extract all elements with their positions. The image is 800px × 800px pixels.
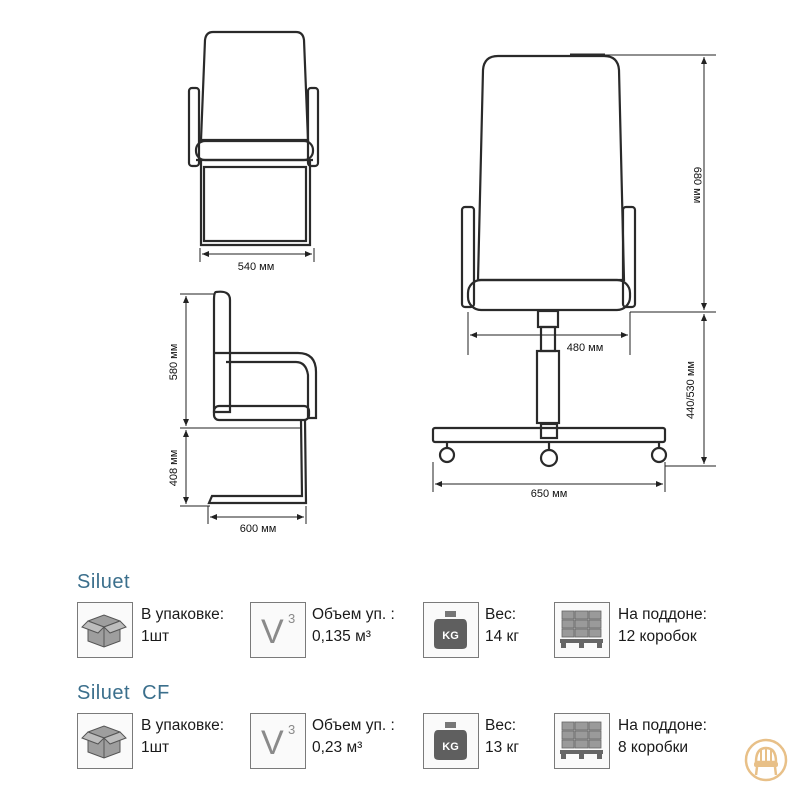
pack-label: В упаковке:: [141, 717, 225, 734]
box-icon: [77, 602, 133, 658]
volume-value: 0,135 м³: [312, 628, 371, 645]
side-height-dimensions: [180, 293, 300, 507]
side-leg-height-label: 408 мм: [168, 450, 180, 487]
weight-label: Вес:: [485, 606, 517, 623]
weight-label: Вес:: [485, 717, 517, 734]
swivel-base-width-label: 650 мм: [531, 488, 568, 500]
volume-symbol: V: [261, 613, 284, 651]
swivel-chair: [431, 53, 668, 468]
front-width-dimension: [199, 248, 315, 262]
weight-symbol: KG: [442, 630, 459, 642]
spec-row-siluet-cf: В упаковке: 1шт V 3 Объем уп. : 0,23 м³ …: [77, 713, 777, 771]
side-seat-height-label: 580 мм: [168, 344, 180, 381]
weight-icon: KG: [423, 602, 479, 658]
side-depth-dimension: [207, 506, 307, 524]
weight-symbol: KG: [442, 741, 459, 753]
spec-row-siluet: В упаковке: 1шт V 3 Объем уп. : 0,135 м³…: [77, 602, 777, 660]
volume-symbol: V: [261, 724, 284, 762]
volume-value: 0,23 м³: [312, 739, 363, 756]
volume-label: Объем уп. :: [312, 717, 395, 734]
volume-icon: V 3: [250, 713, 306, 769]
pallet-value: 12 коробок: [618, 628, 697, 645]
weight-icon: KG: [423, 713, 479, 769]
side-depth-label: 600 мм: [240, 523, 277, 535]
front-view-chair: [187, 30, 320, 247]
chair-technical-drawing: 540 мм 580 мм 408 мм 600 мм: [168, 30, 716, 535]
model-title-siluet-cf: Siluet CF: [77, 682, 170, 704]
swivel-height-dimensions: [605, 54, 716, 467]
pallet-value: 8 коробки: [618, 739, 689, 756]
weight-value: 13 кг: [485, 739, 519, 756]
pallet-label: На поддоне:: [618, 717, 707, 734]
pack-label: В упаковке:: [141, 606, 225, 623]
volume-label: Объем уп. :: [312, 606, 395, 623]
pallet-icon: [554, 602, 610, 658]
box-icon: [77, 713, 133, 769]
swivel-base-width-dimension: [432, 462, 666, 492]
pack-value: 1шт: [141, 739, 170, 756]
swivel-seat-height-label: 440/530 мм: [685, 361, 697, 419]
model-title-siluet: Siluet: [77, 571, 131, 593]
pack-value: 1шт: [141, 628, 170, 645]
pallet-icon: [554, 713, 610, 769]
side-view-chair: [207, 290, 318, 505]
volume-exponent: 3: [288, 611, 295, 626]
swivel-back-height-label: 680 мм: [691, 167, 703, 204]
pallet-label: На поддоне:: [618, 606, 707, 623]
chair-logo-icon: [744, 738, 788, 782]
swivel-seat-width-dimension: [467, 312, 631, 355]
front-width-label: 540 мм: [238, 261, 275, 273]
weight-value: 14 кг: [485, 628, 519, 645]
swivel-seat-width-label: 480 мм: [567, 342, 604, 354]
volume-exponent: 3: [288, 722, 295, 737]
volume-icon: V 3: [250, 602, 306, 658]
